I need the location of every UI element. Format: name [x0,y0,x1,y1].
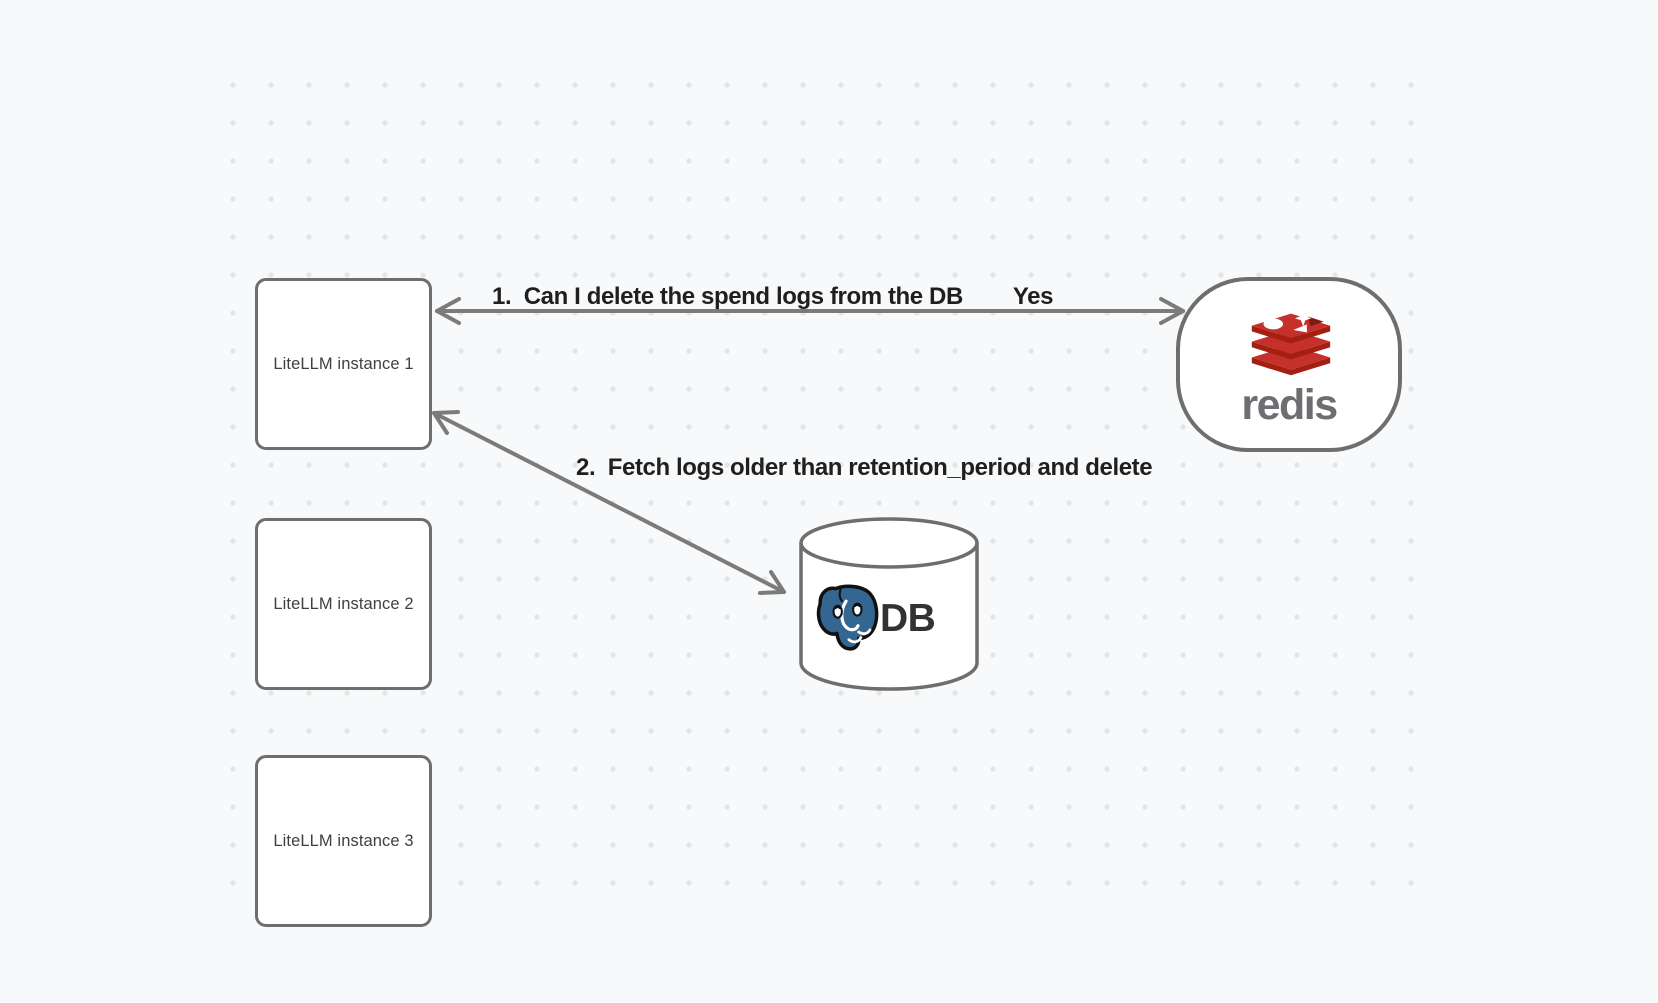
litellm-instance-1-label: LiteLLM instance 1 [273,354,414,373]
arrowhead-right-icon [1159,297,1185,325]
db-label: DB [880,597,936,640]
litellm-instance-2-label: LiteLLM instance 2 [273,594,414,613]
db-cylinder-shape [799,517,979,691]
postgres-elephant-icon [816,584,879,651]
arrow1-label[interactable]: 1. Can I delete the spend logs from the … [492,283,963,310]
redis-wordmark: redis [1241,381,1338,429]
redis-logo-icon [1251,309,1331,376]
database-node[interactable]: DB [799,517,979,693]
arrowhead-upleft-icon [432,410,460,435]
arrow1-answer-label[interactable]: Yes [1012,283,1054,310]
arrowhead-left-icon [435,297,461,325]
litellm-instance-3-label: LiteLLM instance 3 [273,831,414,850]
arrow2-label[interactable]: 2. Fetch logs older than retention_perio… [576,454,1153,481]
litellm-instance-3-node[interactable]: LiteLLM instance 3 [255,755,432,927]
arrow-redis-check[interactable] [435,297,1185,325]
redis-node[interactable]: redis [1176,277,1402,452]
litellm-instance-1-node[interactable]: LiteLLM instance 1 [255,278,432,450]
litellm-instance-2-node[interactable]: LiteLLM instance 2 [255,518,432,690]
arrow1-label-row: 1. Can I delete the spend logs from the … [492,283,1053,311]
arrowhead-downright-icon [758,570,786,595]
arrow-db-fetch[interactable] [432,410,786,595]
